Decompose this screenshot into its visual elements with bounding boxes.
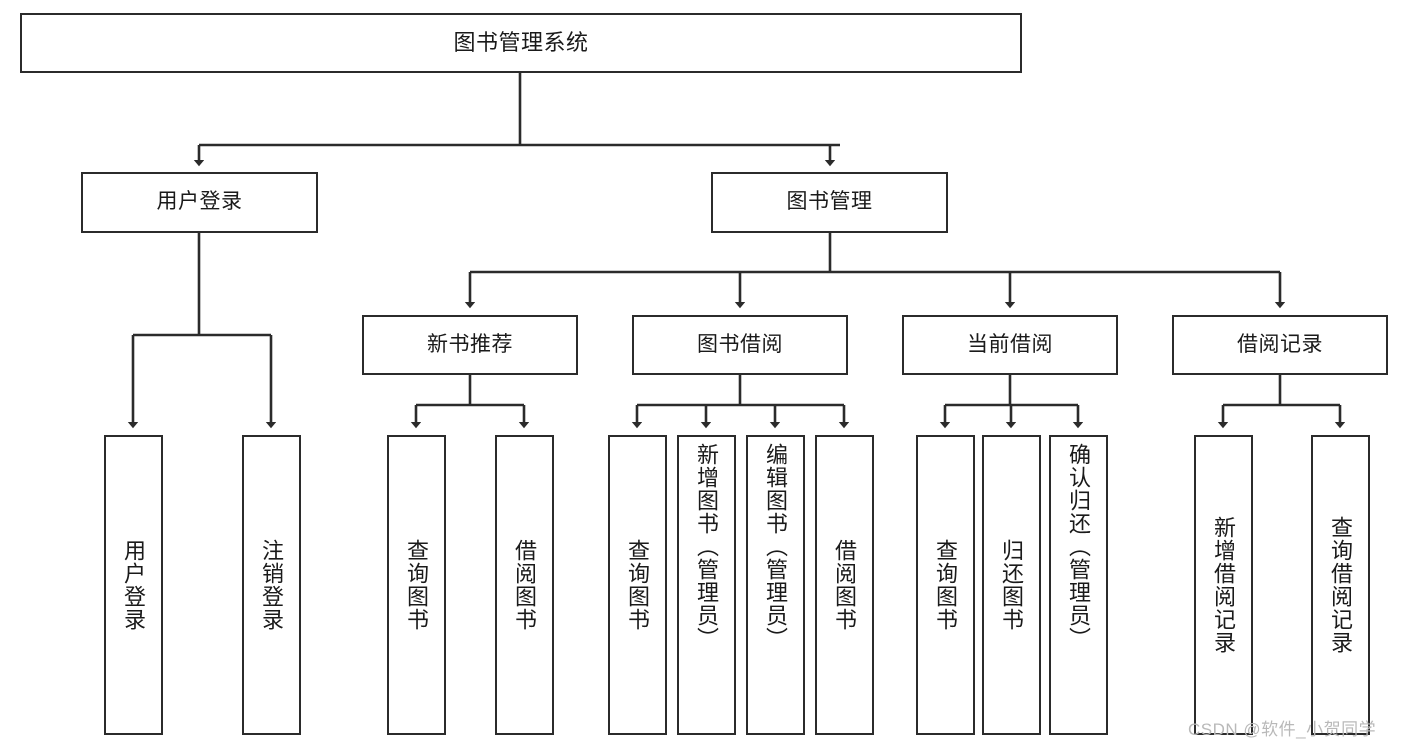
node-label: 确认归还（管理员） <box>1066 443 1092 650</box>
node-label: 图书管理系统 <box>453 30 589 56</box>
node-label: 查询图书 <box>933 539 959 631</box>
leaf-new-book-borrow-books[interactable]: 借阅图书 <box>495 435 554 735</box>
node-label: 查询图书 <box>404 539 430 631</box>
node-label: 借阅记录 <box>1237 332 1323 356</box>
leaf-borrow-record-query-record[interactable]: 查询借阅记录 <box>1311 435 1370 735</box>
node-label: 注销登录 <box>259 539 285 631</box>
leaf-book-borrow-query-books[interactable]: 查询图书 <box>608 435 667 735</box>
node-user-login[interactable]: 用户登录 <box>81 172 318 233</box>
csdn-watermark: CSDN @软件_小贺同学 <box>1188 720 1377 739</box>
node-label: 新增图书（管理员） <box>694 443 720 650</box>
node-label: 图书借阅 <box>697 332 783 356</box>
leaf-book-borrow-edit-book-admin[interactable]: 编辑图书（管理员） <box>746 435 805 735</box>
node-current-borrow[interactable]: 当前借阅 <box>902 315 1118 375</box>
node-label: 归还图书 <box>999 539 1025 631</box>
node-book-management[interactable]: 图书管理 <box>711 172 948 233</box>
node-label: 用户登录 <box>121 539 147 631</box>
leaf-user-login-signout[interactable]: 注销登录 <box>242 435 301 735</box>
node-label: 用户登录 <box>156 190 243 214</box>
leaf-borrow-record-add-record[interactable]: 新增借阅记录 <box>1194 435 1253 735</box>
node-label: 查询借阅记录 <box>1328 516 1354 654</box>
leaf-book-borrow-borrow-books[interactable]: 借阅图书 <box>815 435 874 735</box>
leaf-current-borrow-query-books[interactable]: 查询图书 <box>916 435 975 735</box>
node-label: 新书推荐 <box>427 332 513 356</box>
node-label: 图书管理 <box>786 190 873 214</box>
leaf-user-login-signin[interactable]: 用户登录 <box>104 435 163 735</box>
node-new-book-recommend[interactable]: 新书推荐 <box>362 315 578 375</box>
leaf-current-borrow-return-books[interactable]: 归还图书 <box>982 435 1041 735</box>
node-label: 借阅图书 <box>832 539 858 631</box>
node-label: 编辑图书（管理员） <box>763 443 789 650</box>
leaf-new-book-query-books[interactable]: 查询图书 <box>387 435 446 735</box>
leaf-current-borrow-confirm-return-admin[interactable]: 确认归还（管理员） <box>1049 435 1108 735</box>
node-label: 查询图书 <box>625 539 651 631</box>
node-label: 借阅图书 <box>512 539 538 631</box>
node-label: 当前借阅 <box>967 332 1053 356</box>
node-borrow-record[interactable]: 借阅记录 <box>1172 315 1388 375</box>
node-label: 新增借阅记录 <box>1211 516 1237 654</box>
node-book-borrow[interactable]: 图书借阅 <box>632 315 848 375</box>
leaf-book-borrow-add-book-admin[interactable]: 新增图书（管理员） <box>677 435 736 735</box>
node-root-library-system[interactable]: 图书管理系统 <box>20 13 1022 73</box>
